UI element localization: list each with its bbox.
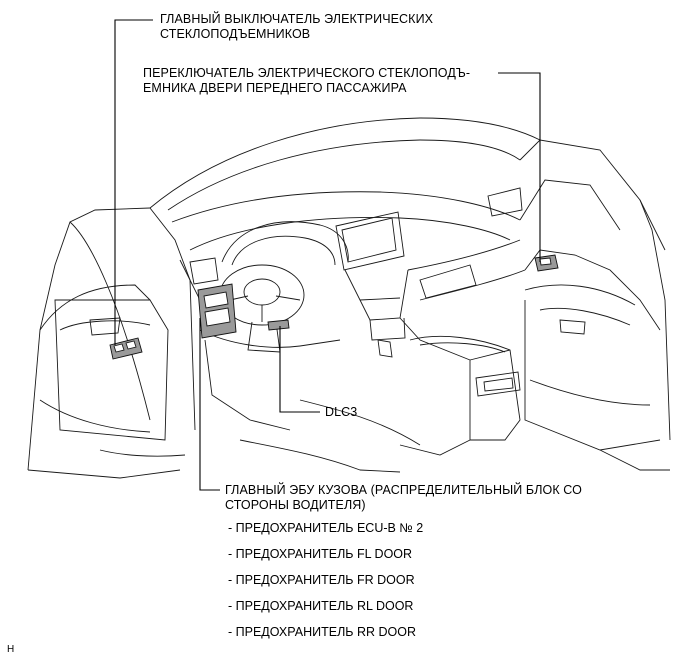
main-window-switch-graphic [109,337,143,360]
callout-passenger-window-switch: ПЕРЕКЛЮЧАТЕЛЬ ЭЛЕКТРИЧЕСКОГО СТЕКЛОПОДЪ-… [143,66,471,95]
leader-passenger-window-switch [498,72,541,262]
leader-main-body-ecu [199,318,220,491]
fuse-item: - ПРЕДОХРАНИТЕЛЬ RR DOOR [228,625,416,639]
leader-lines [114,19,541,491]
leader-main-window-switch [114,19,153,345]
passenger-window-switch-graphic [534,254,559,272]
callout-dlc3: DLC3 [325,405,358,419]
callout-main-window-switch: ГЛАВНЫЙ ВЫКЛЮЧАТЕЛЬ ЭЛЕКТРИЧЕСКИХ СТЕКЛО… [160,12,434,41]
main-body-ecu-graphic [197,283,237,339]
fuse-item: - ПРЕДОХРАНИТЕЛЬ FR DOOR [228,573,415,587]
dlc3-connector-graphic [267,319,290,331]
fuse-item: - ПРЕДОХРАНИТЕЛЬ ECU-B № 2 [228,521,424,535]
leader-dlc3 [279,326,320,413]
callout-main-body-ecu: ГЛАВНЫЙ ЭБУ КУЗОВА (РАСПРЕДЕЛИТЕЛЬНЫЙ БЛ… [225,483,582,512]
corner-mark: H [7,644,15,655]
center-console-illustration [239,317,521,473]
driver-door-illustration [27,207,196,479]
passenger-door-illustration [524,199,671,471]
dashboard-illustration [149,117,666,431]
fuse-item: - ПРЕДОХРАНИТЕЛЬ RL DOOR [228,599,414,613]
fuse-item: - ПРЕДОХРАНИТЕЛЬ FL DOOR [228,547,413,561]
